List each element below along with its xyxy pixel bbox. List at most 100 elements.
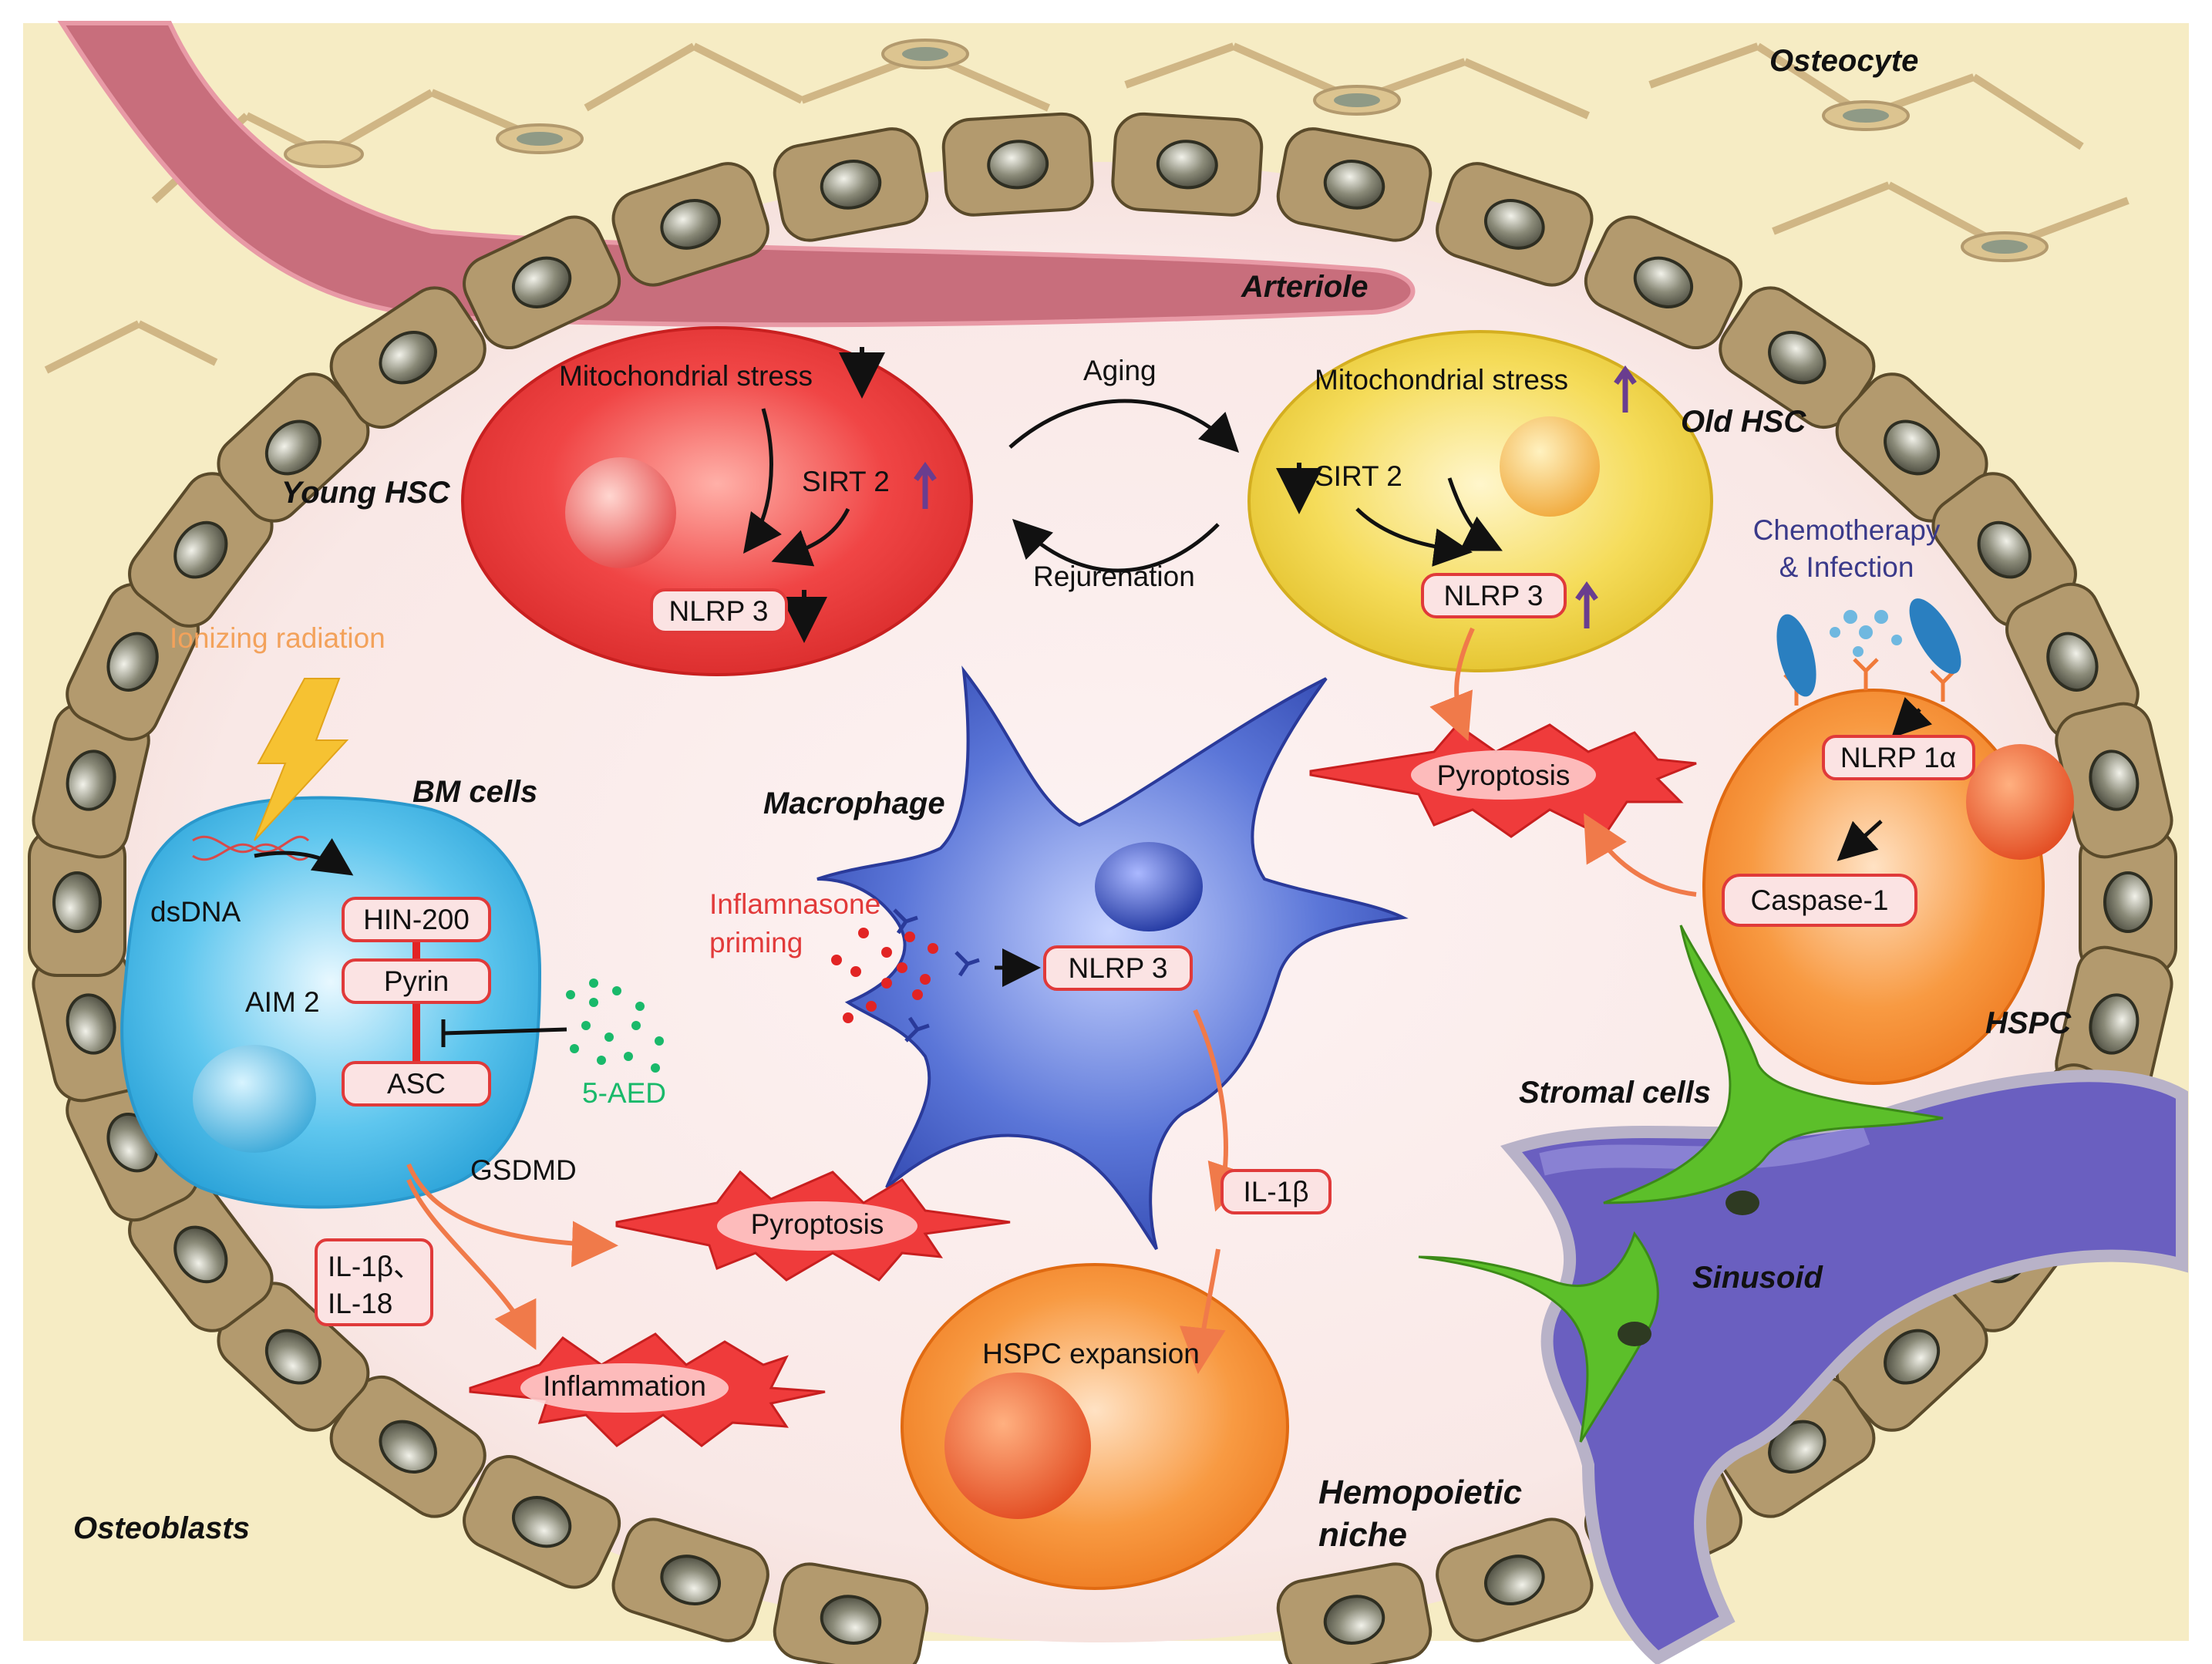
aed-dot xyxy=(655,1036,664,1046)
asc-label: ASC xyxy=(387,1068,446,1100)
osteoblast-cell xyxy=(463,215,621,349)
priming-label-1: Inflamnasone xyxy=(709,888,880,920)
macrophage-label: Macrophage xyxy=(763,787,945,820)
hemopoietic-niche-label-2: niche xyxy=(1318,1516,1407,1554)
osteoblast-cell xyxy=(217,372,370,523)
osteoblast-cell xyxy=(329,286,487,429)
priming-dot xyxy=(881,947,892,958)
old-hsc-cell xyxy=(1247,330,1713,672)
osteoblast-cell xyxy=(463,1455,621,1589)
aed-dot xyxy=(651,1063,660,1073)
aed-dot xyxy=(570,1044,579,1053)
aed-dots xyxy=(566,979,664,1073)
osteoblast-cell xyxy=(32,702,150,859)
il1b-label: IL-1β xyxy=(1243,1176,1308,1208)
arteriole-vessel xyxy=(57,21,1416,328)
osteoblast-cell xyxy=(1436,162,1594,287)
old-nlrp3: NLRP 3 xyxy=(1444,580,1544,611)
aed-dot xyxy=(635,1002,645,1011)
old-hsc-label: Old HSC xyxy=(1681,405,1806,439)
bm-cell-nucleus xyxy=(193,1045,316,1153)
osteoblast-cell xyxy=(1719,1375,1876,1518)
priming-dot xyxy=(920,974,931,985)
hspc-label: HSPC xyxy=(1985,1006,2072,1040)
bm-cells-label: BM cells xyxy=(412,775,537,809)
pyrin-label: Pyrin xyxy=(384,965,449,997)
osteoblast-cell xyxy=(128,1177,274,1332)
macrophage-nucleus xyxy=(1095,842,1203,931)
stromal-cells xyxy=(1418,925,1944,1443)
dsdna-helix-icon xyxy=(192,835,310,861)
aim2-label: AIM 2 xyxy=(245,986,320,1018)
aed-dot xyxy=(604,1032,614,1042)
priming-dot xyxy=(912,989,923,1000)
osteoblast-cell xyxy=(1436,1517,1594,1642)
cytokines-line-1: IL-1β、 xyxy=(328,1251,422,1282)
osteoblast-cell xyxy=(611,162,769,287)
stromal-cells-label: Stromal cells xyxy=(1519,1076,1711,1110)
priming-dot xyxy=(843,1012,853,1023)
osteoblast-cell xyxy=(1276,127,1433,242)
dsdna-label: dsDNA xyxy=(150,896,241,928)
lightning-icon xyxy=(254,678,349,841)
osteoblasts-label: Osteoblasts xyxy=(73,1511,250,1545)
osteoblast-cell xyxy=(2005,582,2140,741)
osteoblast-cell xyxy=(128,472,274,628)
osteoblast-cell xyxy=(773,127,929,242)
ionizing-radiation-label: Ionizing radiation xyxy=(170,622,386,654)
pyroptosis-top-label: Pyroptosis xyxy=(1437,760,1571,791)
chemo-molecule-icon xyxy=(1830,610,1902,657)
priming-dots xyxy=(831,928,938,1023)
hemopoietic-niche-label-1: Hemopoietic xyxy=(1318,1474,1522,1511)
aed-dot xyxy=(631,1021,641,1030)
aed-dot xyxy=(589,998,598,1007)
macrophage-nlrp3: NLRP 3 xyxy=(1069,952,1168,984)
aed-dot xyxy=(589,979,598,988)
nlrp1a-label: NLRP 1α xyxy=(1840,742,1956,773)
cytokines-line-2: IL-18 xyxy=(328,1288,392,1319)
osteocyte-nuclei xyxy=(517,47,2028,254)
osteoblast-cell xyxy=(1276,1562,1433,1664)
aed-dot xyxy=(581,1021,591,1030)
burst-inner-glow xyxy=(520,750,1596,1413)
chemo-label-1: Chemotherapy xyxy=(1753,514,1941,546)
black-arrows xyxy=(254,399,1932,987)
priming-dot xyxy=(858,928,869,938)
up-arrows-purple xyxy=(914,365,1637,628)
hspc-expansion-label: HSPC expansion xyxy=(982,1338,1200,1369)
chemo-label-2: & Infection xyxy=(1779,551,1914,583)
osteoblast-lining xyxy=(28,112,2177,1664)
osteoblast-cell xyxy=(941,112,1094,217)
hin200-label: HIN-200 xyxy=(363,904,470,935)
aed-dot xyxy=(624,1052,633,1061)
caspase1-label: Caspase-1 xyxy=(1751,884,1889,916)
priming-dot xyxy=(928,943,938,954)
aging-label: Aging xyxy=(1083,355,1157,386)
sinusoid-label: Sinusoid xyxy=(1692,1261,1823,1295)
hspc-expansion-nucleus xyxy=(944,1373,1091,1519)
inhibition-line xyxy=(441,1019,567,1047)
priming-dot xyxy=(897,962,907,973)
pyroptosis-bottom-label: Pyroptosis xyxy=(751,1208,884,1240)
young-mito-stress: Mitochondrial stress xyxy=(559,360,813,392)
label-boxes xyxy=(315,573,1975,1326)
young-hsc-label: Young HSC xyxy=(281,476,451,510)
osteoblast-cell xyxy=(611,1517,769,1642)
sinusoid-vessel xyxy=(1500,1069,2188,1664)
priming-dot xyxy=(866,1001,877,1012)
rejuvenation-label: Rejurenation xyxy=(1033,561,1195,592)
osteocyte-label: Osteocyte xyxy=(1769,44,1918,78)
priming-dot xyxy=(881,978,892,989)
osteoblast-cell xyxy=(66,582,200,741)
young-hsc-cell xyxy=(461,326,973,676)
down-arrows xyxy=(781,347,1322,643)
orange-arrows xyxy=(406,627,1697,1374)
aed-dot xyxy=(566,990,575,999)
aed-dot xyxy=(612,986,621,995)
inflammation-label: Inflammation xyxy=(543,1370,706,1402)
young-nlrp3: NLRP 3 xyxy=(669,595,769,627)
osteoblast-cell xyxy=(32,945,150,1103)
priming-label-2: priming xyxy=(709,927,803,958)
hspc-nucleus xyxy=(1966,744,2074,860)
